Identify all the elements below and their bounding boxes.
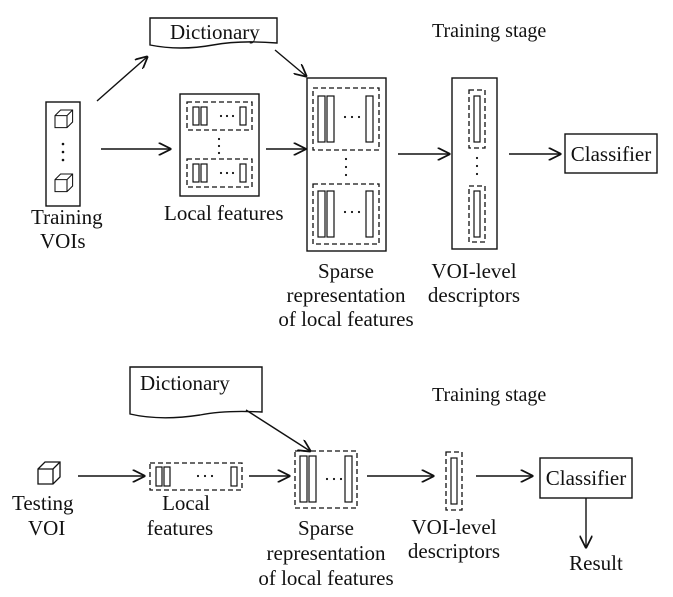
training-local-features-box	[179, 93, 260, 197]
arrow-icon	[245, 409, 310, 451]
testing-local-label-2: features	[147, 516, 213, 540]
training-sparse-label-3: of local features	[278, 307, 413, 331]
testing-voi-label-2: descriptors	[408, 539, 500, 563]
testing-dictionary-label: Dictionary	[140, 371, 230, 395]
training-input-label-2: VOIs	[40, 229, 86, 253]
training-classifier-label: Classifier	[571, 142, 651, 166]
testing-local-label-1: Local	[162, 491, 210, 515]
testing-input-label-1: Testing	[12, 491, 74, 515]
training-local-features-label: Local features	[164, 201, 284, 225]
cube-icon	[54, 109, 74, 129]
training-sparse-label-2: representation	[287, 283, 406, 307]
training-sparse-label-1: Sparse	[318, 259, 374, 283]
training-voi-label-2: descriptors	[428, 283, 520, 307]
training-sparse-box	[306, 77, 387, 252]
training-input-label-1: Training	[31, 205, 103, 229]
cube-icon	[54, 173, 74, 193]
training-stage: Training stage Dictionary Training VOIs	[31, 17, 658, 331]
training-vois-box	[45, 101, 81, 207]
training-dictionary: Dictionary	[149, 17, 278, 49]
testing-classifier-label: Classifier	[546, 466, 626, 490]
testing-input-label-2: VOI	[28, 516, 65, 540]
training-voi-label-1: VOI-level	[431, 259, 516, 283]
arrow-icon	[96, 57, 147, 102]
testing-sparse-label-2: representation	[267, 541, 386, 565]
testing-dictionary: Dictionary	[129, 366, 263, 419]
training-stage-label: Training stage	[432, 20, 546, 42]
training-voi-descriptors-box	[451, 77, 498, 250]
testing-stage-label: Training stage	[432, 384, 546, 406]
testing-voi-label-1: VOI-level	[411, 515, 496, 539]
cube-icon	[37, 461, 61, 485]
testing-sparse-label-1: Sparse	[298, 516, 354, 540]
testing-sparse-box	[294, 450, 358, 509]
testing-classifier-box: Classifier	[539, 457, 633, 499]
testing-stage: Training stage Dictionary Testing VOI Lo…	[12, 366, 633, 590]
testing-local-features-box	[149, 462, 243, 491]
arrow-icon	[274, 49, 306, 76]
testing-result-label: Result	[569, 551, 623, 575]
training-dictionary-label: Dictionary	[170, 20, 260, 44]
training-classifier-box: Classifier	[564, 133, 658, 174]
testing-voi-descriptors-box	[445, 451, 463, 511]
testing-sparse-label-3: of local features	[258, 566, 393, 590]
